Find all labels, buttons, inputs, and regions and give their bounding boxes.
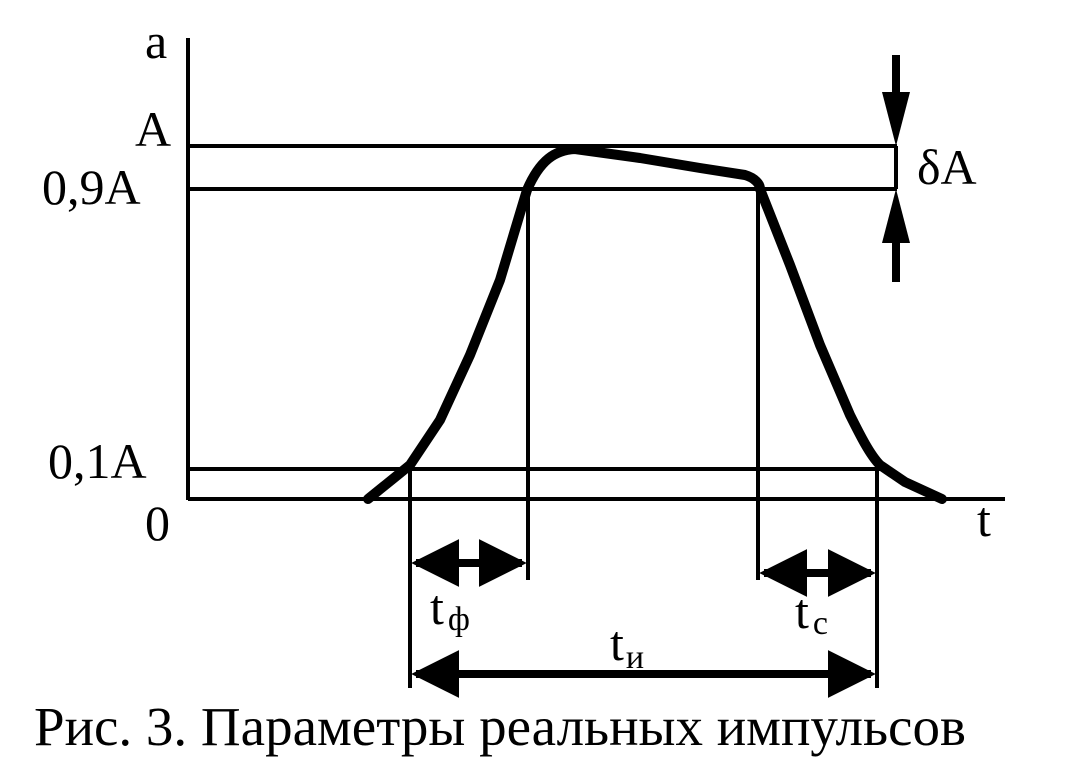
y-axis-label: a	[145, 13, 167, 69]
figure-caption: Рис. 3. Параметры реальных импульсов	[34, 696, 966, 757]
level-label-09a: 0,9A	[42, 159, 141, 215]
delta-a-bottom-arrowhead	[882, 189, 910, 243]
level-label-a: A	[135, 101, 171, 157]
x-axis-label: t	[977, 491, 991, 547]
pulse-duration-label: tи	[610, 615, 644, 676]
delta-a-top-arrowhead	[882, 92, 910, 146]
pulse-curve	[363, 144, 947, 504]
delta-a-label: δA	[917, 139, 977, 195]
level-label-01a: 0,1A	[48, 433, 147, 489]
level-label-0: 0	[145, 495, 170, 551]
